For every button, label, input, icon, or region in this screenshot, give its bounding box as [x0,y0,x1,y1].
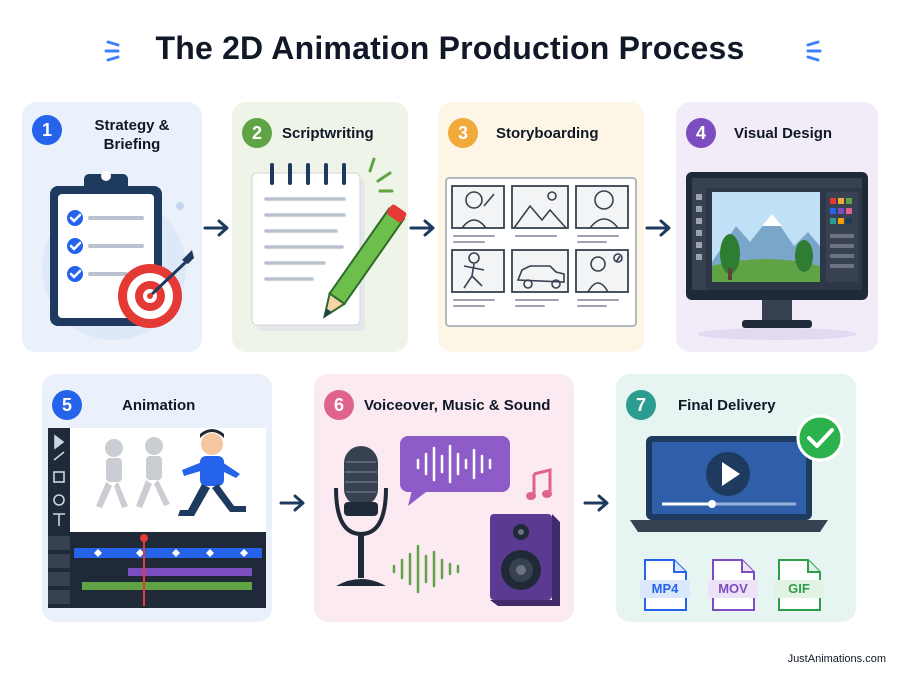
step-label: Visual Design [734,125,833,142]
sparkle-right-icon [806,40,822,62]
step-label: Animation [122,397,196,414]
step-label: Final Delivery [678,397,776,414]
step-card-storyboarding: 3 Storyboarding [438,102,644,352]
step-number-badge: 7 [626,390,656,420]
step-label: Strategy &Briefing [94,117,170,153]
step-number-badge: 5 [52,390,82,420]
microphone-speaker-icon [334,436,560,606]
step-number-badge: 6 [324,390,354,420]
format-file-mov: MOV [708,558,758,612]
step-number-badge: 2 [242,118,272,148]
notepad-pencil-icon [251,157,407,331]
sparkle-left-icon [104,40,120,62]
step-label: Storyboarding [496,125,599,142]
flow-arrow-icon [409,219,435,237]
step-number-badge: 3 [448,118,478,148]
monitor-design-icon [686,172,868,340]
site-credit: JustAnimations.com [787,653,886,665]
step-label: Voiceover, Music & Sound [364,397,551,414]
step-card-final-delivery: 7 Final Delivery MP4 MOV GIF [616,374,856,622]
storyboard-panels-icon [445,177,637,327]
format-file-gif: GIF [774,558,824,612]
step-card-visual-design: 4 Visual Design [676,102,878,352]
flow-arrow-icon [645,219,671,237]
clipboard-target-icon [42,171,194,340]
step-card-strategy: 1 Strategy &Briefing [22,102,202,352]
flow-arrow-icon [279,494,305,512]
step-number-badge: 4 [686,118,716,148]
animation-timeline-icon [48,428,266,608]
step-number-badge: 1 [32,115,62,145]
page-title: The 2D Animation Production Process [155,30,745,66]
laptop-play-icon [630,414,844,532]
step-label: Scriptwriting [282,125,374,142]
format-file-mp4: MP4 [640,558,690,612]
step-card-scriptwriting: 2 Scriptwriting [232,102,408,352]
step-card-sound: 6 Voiceover, Music & Sound [314,374,574,622]
flow-arrow-icon [583,494,609,512]
step-card-animation: 5 Animation [42,374,272,622]
flow-arrow-icon [203,219,229,237]
